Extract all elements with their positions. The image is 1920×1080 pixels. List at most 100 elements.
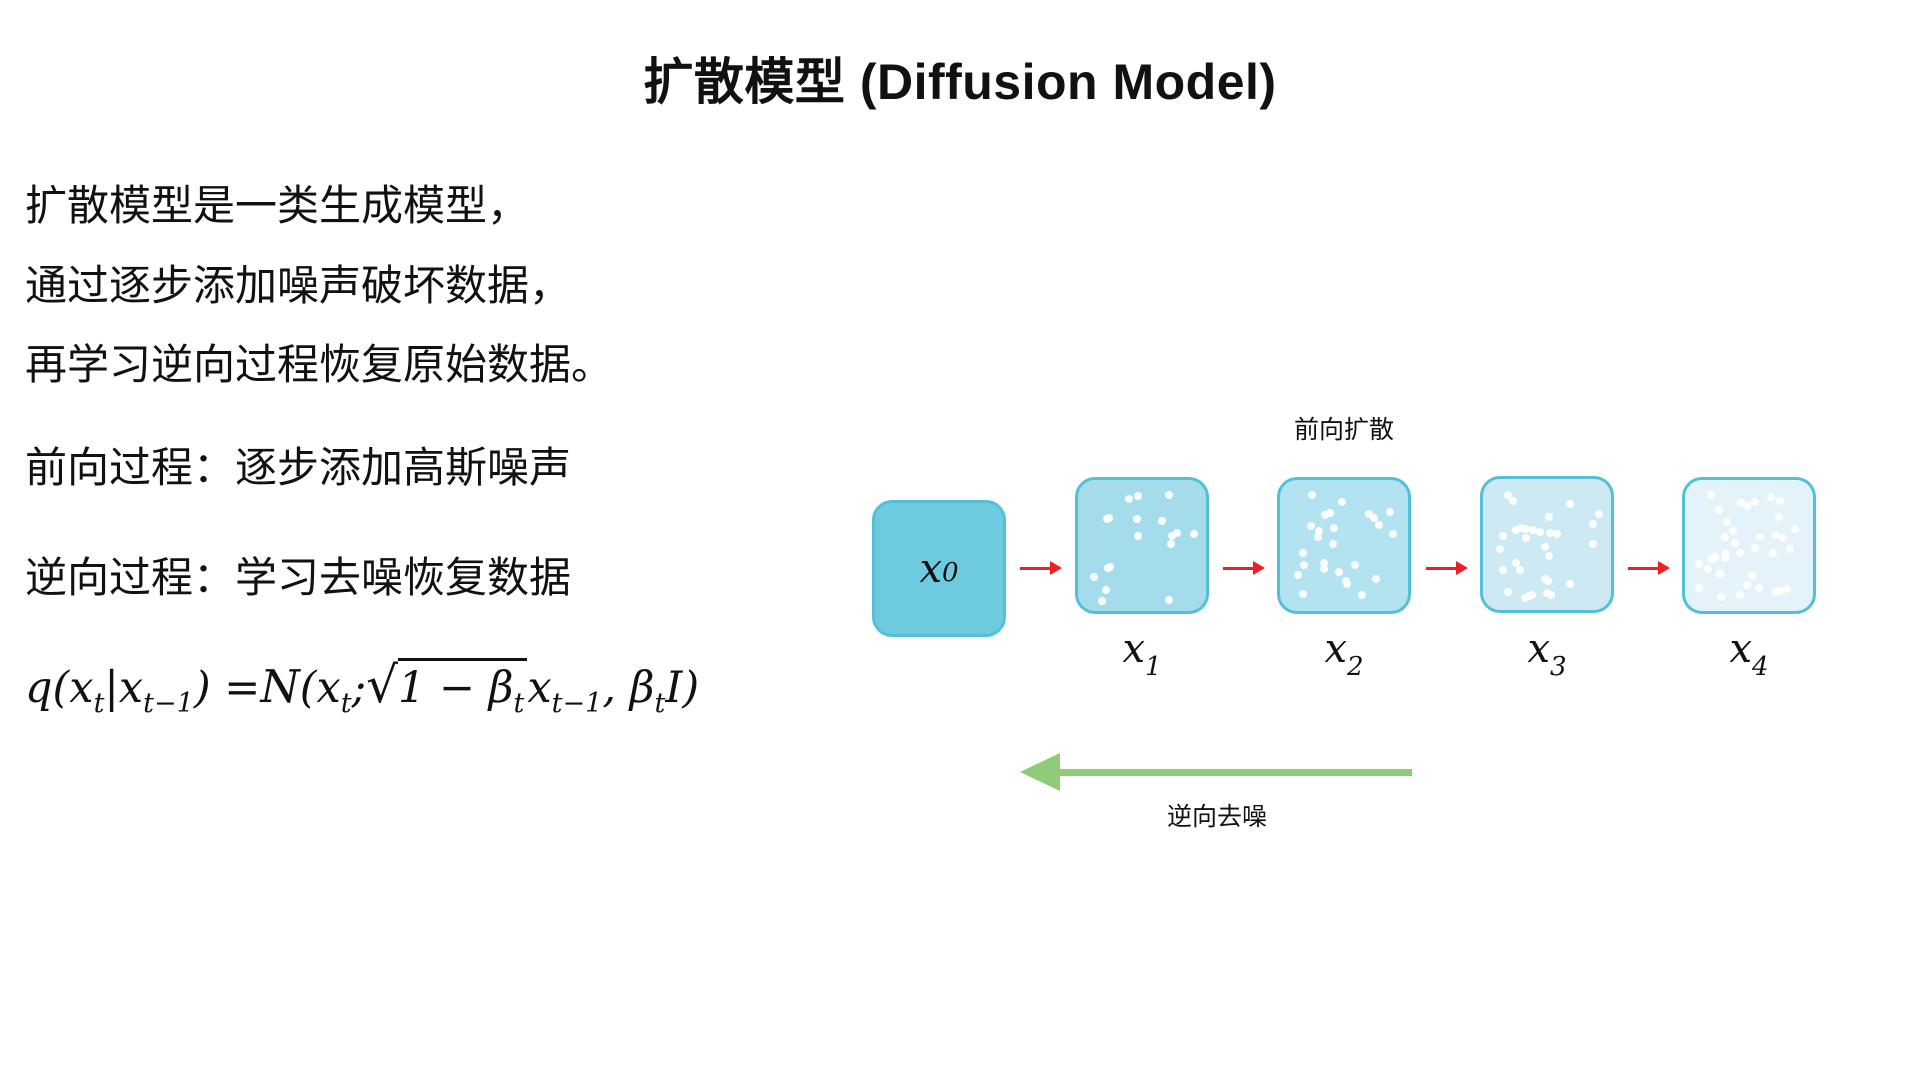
- arrow-shaft: [1628, 566, 1658, 570]
- formula-part: 1 − β: [397, 663, 514, 713]
- intro-line-2: 通过逐步添加噪声破坏数据，: [25, 262, 572, 309]
- noise-dot: [1101, 585, 1110, 594]
- noise-dot: [1158, 516, 1167, 525]
- arrow-head: [1020, 753, 1060, 791]
- arrow-head: [1658, 561, 1670, 575]
- arrow-head: [1253, 561, 1265, 575]
- noise-dot: [1710, 552, 1719, 561]
- noise-dot: [1511, 525, 1520, 534]
- noise-dot: [1504, 490, 1513, 499]
- noise-dot: [1589, 540, 1598, 549]
- noise-dot: [1374, 520, 1383, 529]
- noise-dot: [1370, 513, 1379, 522]
- reverse-denoise-arrow: [1020, 753, 1412, 791]
- noise-dot: [1775, 587, 1784, 596]
- noise-dot: [1299, 561, 1308, 570]
- noise-dot: [1166, 540, 1175, 549]
- noise-dot: [1545, 551, 1554, 560]
- page-title: 扩散模型 (Diffusion Model): [643, 54, 1277, 110]
- forward-process-text: 前向过程：逐步添加高斯噪声: [25, 444, 572, 491]
- noise-dot: [1504, 588, 1513, 597]
- noise-dot: [1779, 534, 1788, 543]
- noise-dot: [1351, 560, 1360, 569]
- arrow-shaft: [1223, 566, 1253, 570]
- noise-dot: [1755, 583, 1764, 592]
- noise-dot: [1388, 529, 1397, 538]
- formula-sub: t: [340, 688, 352, 719]
- state-label-x2: x2: [1324, 626, 1364, 682]
- noise-dot: [1721, 554, 1730, 563]
- noise-dot: [1173, 529, 1182, 537]
- noise-dot: [1343, 579, 1352, 588]
- formula-part: |x: [104, 663, 144, 713]
- noise-dot: [1511, 559, 1520, 568]
- noise-dot: [1703, 564, 1712, 573]
- noise-dot: [1721, 549, 1730, 558]
- noise-dot: [1728, 526, 1737, 535]
- noise-dot: [1790, 524, 1799, 533]
- noise-dot: [1735, 548, 1744, 557]
- noise-dot: [1124, 494, 1133, 503]
- noise-dot: [1545, 513, 1554, 522]
- intro-line-1: 扩散模型是一类生成模型，: [25, 182, 530, 229]
- noise-dot: [1540, 543, 1549, 552]
- noise-dot: [1330, 523, 1339, 532]
- noise-dot: [1190, 530, 1199, 539]
- noise-dot: [1522, 525, 1531, 534]
- noise-dot: [1775, 497, 1784, 505]
- arrow-head: [1456, 561, 1468, 575]
- noise-dot: [1090, 572, 1099, 581]
- formula-part: ;: [351, 663, 367, 713]
- noise-dot: [1306, 521, 1315, 530]
- formula-sub: t−1: [551, 688, 603, 719]
- sqrt-radicand: 1 − βt: [397, 658, 528, 719]
- noise-dot: [1499, 566, 1507, 575]
- noise-dot: [1495, 545, 1504, 554]
- arrow-shaft: [1020, 566, 1050, 570]
- reverse-process-text: 逆向过程：学习去噪恢复数据: [25, 554, 572, 601]
- formula-sub: t−1: [143, 688, 194, 719]
- noise-dot: [1774, 513, 1783, 522]
- noise-dot: [1132, 515, 1141, 524]
- noise-dot: [1528, 591, 1537, 600]
- noise-dot: [1165, 491, 1174, 500]
- noise-dot: [1371, 574, 1380, 583]
- noise-dot: [1515, 565, 1524, 574]
- formula-sub: t: [654, 688, 666, 719]
- noise-dot: [1134, 492, 1143, 501]
- noise-dot: [1695, 560, 1704, 568]
- noise-dot: [1707, 490, 1715, 499]
- noise-dot: [1098, 596, 1107, 605]
- noise-dot: [1595, 509, 1604, 518]
- noise-dot: [1743, 581, 1752, 590]
- noise-dot: [1750, 497, 1759, 506]
- state-box-x2: [1277, 477, 1411, 614]
- formula-part: q(x: [25, 663, 94, 713]
- formula-sub: t: [93, 688, 105, 719]
- noise-dot: [1747, 571, 1756, 580]
- noise-dot: [1756, 532, 1765, 541]
- reverse-denoise-label: 逆向去噪: [1166, 803, 1267, 831]
- noise-dot: [1731, 538, 1740, 547]
- noise-dot: [1358, 590, 1367, 599]
- noise-dot: [1737, 499, 1746, 508]
- noise-dot: [1508, 496, 1517, 505]
- noise-dot: [1785, 544, 1794, 553]
- noise-dot: [1771, 588, 1780, 597]
- noise-dot: [1783, 584, 1792, 593]
- noise-dot: [1167, 532, 1176, 541]
- formula-part: I): [665, 663, 700, 713]
- noise-dot: [1298, 589, 1307, 598]
- formula-part: (x: [299, 663, 341, 713]
- noise-dot: [1338, 497, 1347, 506]
- noise-dot: [1499, 532, 1508, 541]
- noise-dot: [1314, 533, 1323, 542]
- noise-dot: [1522, 534, 1531, 543]
- noise-dot: [1320, 564, 1329, 573]
- noise-dot: [1707, 554, 1716, 563]
- forward-arrow-1: [1020, 560, 1062, 576]
- formula-sub: t: [513, 688, 525, 719]
- noise-dot: [1298, 549, 1307, 558]
